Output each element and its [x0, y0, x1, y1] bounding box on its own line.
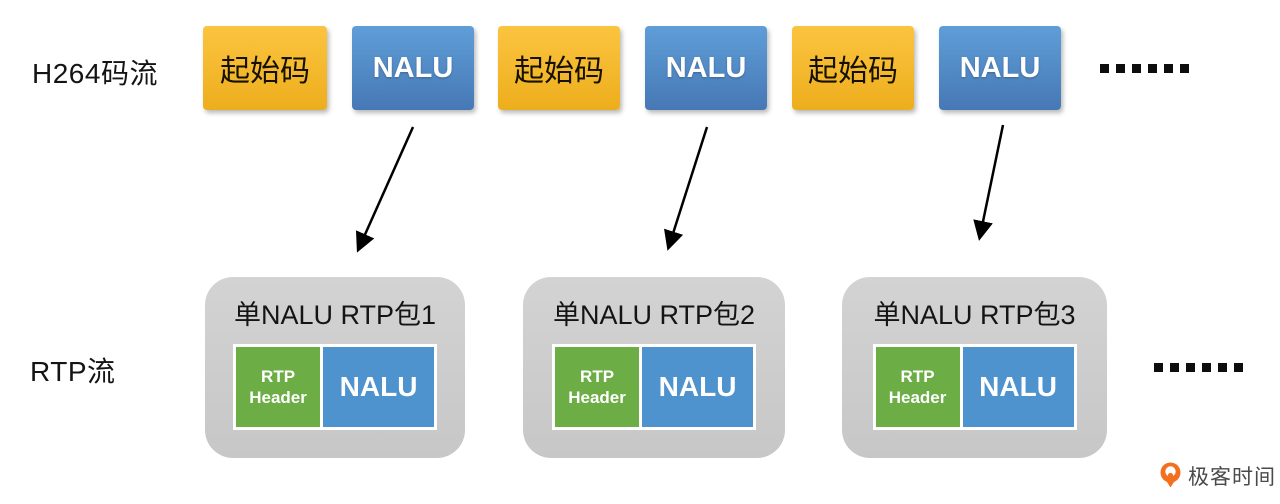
arrow-nalu1-to-packet1 — [355, 126, 415, 253]
dot — [1154, 363, 1163, 372]
nalu-box-1: NALU — [352, 26, 474, 110]
rtp-packet-structure: RTP Header NALU — [872, 344, 1077, 430]
rtp-packet-title: 单NALU RTP包2 — [552, 300, 756, 330]
dot — [1148, 64, 1157, 73]
nalu-box-2: NALU — [645, 26, 767, 110]
arrow-nalu2-to-packet2 — [664, 126, 709, 251]
start-code-label: 起始码 — [514, 55, 604, 88]
rtp-packet-structure: RTP Header NALU — [552, 344, 756, 430]
rtp-header-cell: RTP Header — [555, 347, 643, 427]
dot — [1100, 64, 1109, 73]
dot — [1234, 363, 1243, 372]
nalu-label: NALU — [372, 51, 454, 84]
rtp-packet-title: 单NALU RTP包3 — [873, 300, 1076, 330]
geektime-logo-icon — [1160, 462, 1181, 488]
dot — [1116, 64, 1125, 73]
dot — [1180, 64, 1189, 73]
rtp-packet-structure: RTP Header NALU — [233, 344, 437, 430]
rtp-header-cell: RTP Header — [875, 347, 963, 427]
geektime-watermark: 极客时间 — [1158, 461, 1276, 491]
start-code-box-3: 起始码 — [792, 26, 914, 110]
start-code-label: 起始码 — [808, 55, 898, 88]
start-code-box-2: 起始码 — [498, 26, 620, 110]
start-code-box-1: 起始码 — [203, 26, 327, 110]
rtp-packet-2: 单NALU RTP包2 RTP Header NALU — [523, 277, 785, 458]
rtp-packet-3: 单NALU RTP包3 RTP Header NALU — [842, 277, 1107, 458]
nalu-payload-cell: NALU — [642, 347, 753, 427]
geektime-brand-text: 极客时间 — [1188, 466, 1276, 489]
nalu-label: NALU — [665, 51, 747, 84]
nalu-label: NALU — [959, 51, 1041, 84]
dot — [1186, 363, 1195, 372]
dot — [1202, 363, 1211, 372]
h264-ellipsis-dots — [1100, 64, 1189, 73]
start-code-label: 起始码 — [220, 55, 310, 88]
rtp-stream-label: RTP流 — [30, 356, 116, 387]
rtp-packet-title: 单NALU RTP包1 — [233, 300, 437, 330]
nalu-payload-cell: NALU — [323, 347, 434, 427]
rtp-ellipsis-dots — [1154, 363, 1243, 372]
dot — [1218, 363, 1227, 372]
rtp-packet-1: 单NALU RTP包1 RTP Header NALU — [205, 277, 465, 458]
nalu-box-3: NALU — [939, 26, 1061, 110]
arrow-nalu3-to-packet3 — [973, 124, 1005, 241]
dot — [1164, 64, 1173, 73]
h264-stream-label: H264码流 — [32, 58, 158, 89]
rtp-header-cell: RTP Header — [236, 347, 324, 427]
dot — [1170, 363, 1179, 372]
dot — [1132, 64, 1141, 73]
nalu-payload-cell: NALU — [962, 347, 1074, 427]
